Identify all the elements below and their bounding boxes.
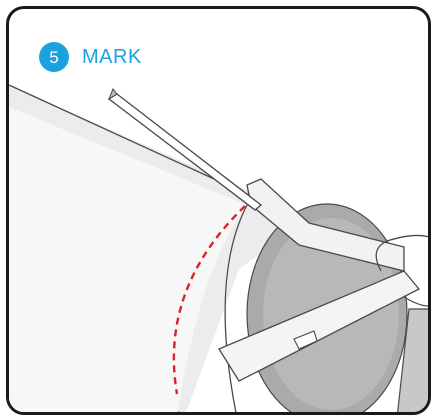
tube-rim [224, 204, 248, 412]
wire-loop-2 [403, 296, 428, 307]
step-number-badge: 5 [39, 42, 69, 72]
top-bracket [246, 178, 405, 272]
pencil-tip [107, 88, 118, 101]
step-header: 5 MARK [39, 42, 142, 72]
side-bracket [218, 270, 421, 382]
wire-loop [375, 234, 428, 272]
step-number: 5 [49, 47, 59, 67]
side-bracket-notch [293, 330, 318, 350]
step-title: MARK [82, 45, 142, 68]
right-rod [397, 308, 428, 412]
tube-top-edge [9, 84, 250, 196]
illustration-card: 5 MARK [6, 6, 431, 415]
tube-marking-illustration [9, 84, 428, 412]
paper-wrap [9, 107, 247, 412]
mark-line [172, 205, 246, 395]
